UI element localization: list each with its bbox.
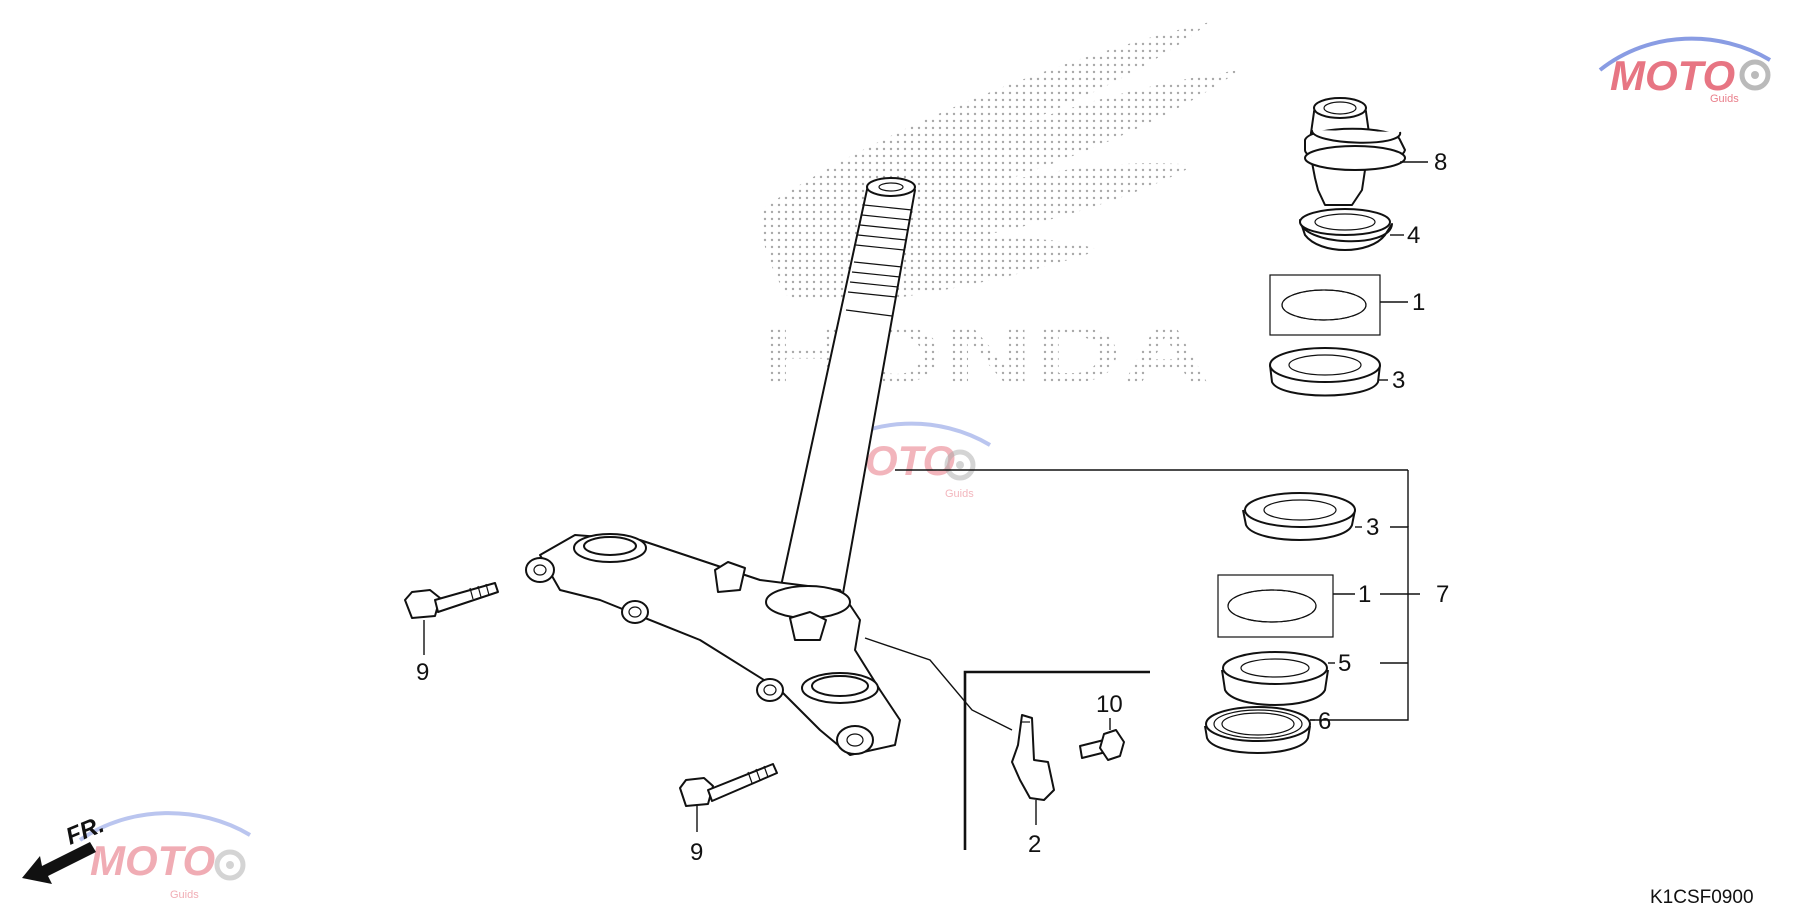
svg-text:Guids: Guids — [1710, 93, 1739, 105]
leader-lines — [423, 161, 1428, 850]
bolt-10 — [1079, 729, 1125, 761]
callout-9-bottom: 9 — [690, 839, 703, 866]
callout-6: 6 — [1318, 708, 1331, 735]
watermark-text: MOTO — [90, 837, 215, 884]
watermark-logo-top: MOTO Guids — [1598, 36, 1772, 105]
callout-2: 2 — [1028, 831, 1041, 858]
callout-1-bottom: 1 — [1358, 581, 1371, 608]
callout-3-bottom: 3 — [1366, 514, 1379, 541]
svg-text:Guids: Guids — [170, 889, 199, 901]
bearing-balls-1-bottom — [1217, 574, 1334, 638]
svg-text:Guids: Guids — [945, 488, 974, 500]
stem-nut-8 — [1304, 97, 1406, 206]
bracket-2 — [1011, 714, 1055, 801]
bolt-9-left — [404, 582, 499, 619]
callout-5: 5 — [1338, 650, 1351, 677]
bolt-9-bottom — [679, 763, 778, 807]
watermark-logo-bottom: MOTO Guids — [78, 811, 252, 901]
honda-wing-logo: HONDA — [760, 22, 1240, 399]
lower-triple-clamp — [525, 533, 901, 756]
bearing-balls-1-top — [1269, 274, 1381, 336]
diagram-code: K1CSF0900 — [1650, 887, 1754, 908]
callout-numbers: 8 4 1 3 3 1 7 5 6 9 9 2 10 — [416, 149, 1449, 866]
outer-race-3-top — [1269, 347, 1381, 397]
outer-race-3-bottom — [1242, 492, 1356, 541]
callout-4: 4 — [1407, 222, 1420, 249]
watermark-text: MOTO — [1610, 52, 1735, 99]
callout-7: 7 — [1436, 581, 1449, 608]
callout-10: 10 — [1096, 691, 1123, 718]
inner-race-5 — [1221, 651, 1329, 706]
callout-1-top: 1 — [1412, 289, 1425, 316]
dust-seal-4 — [1299, 208, 1393, 251]
callout-3-top: 3 — [1392, 367, 1405, 394]
callout-9-left: 9 — [416, 659, 429, 686]
dust-seal-6 — [1204, 706, 1311, 754]
callout-8: 8 — [1434, 149, 1447, 176]
